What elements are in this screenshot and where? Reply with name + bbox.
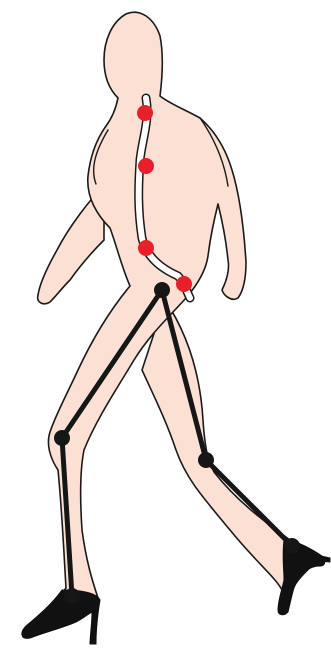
hip-joint (154, 282, 170, 298)
left-knee-joint (198, 452, 214, 468)
spine-marker-lower-thoracic (138, 158, 154, 174)
left-ankle-joint (284, 538, 300, 554)
right-knee-joint (54, 430, 70, 446)
spine-marker-upper-thoracic (137, 105, 153, 121)
spine-marker-lumbar (138, 240, 154, 256)
front-shoe (22, 590, 100, 644)
right-ankle-joint (64, 588, 80, 604)
spine-marker-sacral (176, 276, 192, 292)
